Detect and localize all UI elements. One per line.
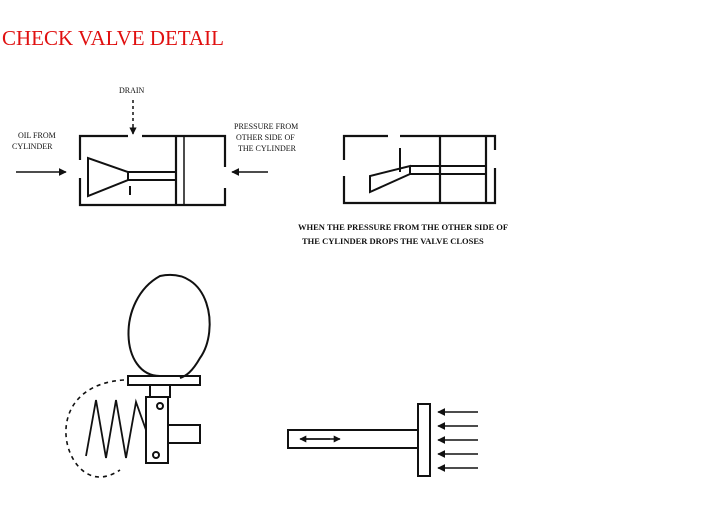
- bulb-spring-figure: [65, 273, 211, 478]
- bulb-icon: [127, 273, 211, 379]
- pressure-from-label: PRESSURE FROM: [234, 122, 299, 131]
- valve-closed-figure: [342, 134, 497, 205]
- caption-line-1: WHEN THE PRESSURE FROM THE OTHER SIDE OF: [298, 222, 509, 232]
- cylinder-label: CYLINDER: [12, 142, 53, 151]
- dashed-housing: [65, 379, 125, 478]
- valve-head: [87, 156, 129, 198]
- page-title: CHECK VALVE DETAIL: [2, 26, 224, 50]
- the-cylinder-label: THE CYLINDER: [238, 144, 296, 153]
- valve-open-figure: [16, 100, 268, 207]
- spring-icon: [85, 398, 147, 459]
- closed-housing-top-left: [342, 134, 388, 160]
- housing-top-right: [142, 134, 227, 167]
- other-side-label: OTHER SIDE OF: [236, 133, 295, 142]
- closed-housing-top-right: [400, 134, 497, 150]
- bracket-pin-bottom: [152, 451, 160, 459]
- bulb-neck: [149, 384, 171, 398]
- caption-line-2: THE CYLINDER DROPS THE VALVE CLOSES: [302, 236, 484, 246]
- housing-top-left: [78, 134, 128, 160]
- oil-from-label: OIL FROM: [18, 131, 56, 140]
- bracket-pin-top: [156, 402, 164, 410]
- drain-label: DRAIN: [119, 86, 145, 95]
- bulb-base: [127, 375, 201, 386]
- closed-housing-bottom: [342, 168, 497, 205]
- plunger-figure: [287, 403, 478, 477]
- housing-bottom: [78, 178, 227, 207]
- shaft: [167, 424, 201, 444]
- plunger-plate: [417, 403, 431, 477]
- closed-valve-head: [369, 164, 411, 194]
